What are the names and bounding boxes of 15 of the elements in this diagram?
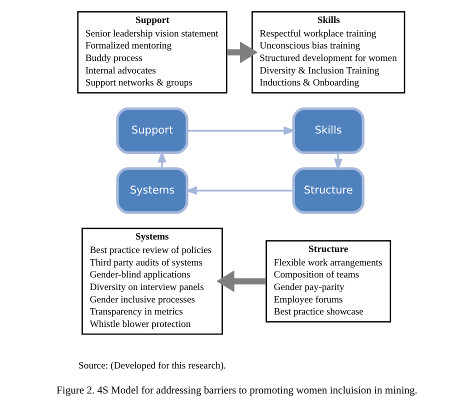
node-box: Structure (292, 167, 364, 214)
label: Source: (Developed for this research). (78, 360, 226, 372)
arrow (184, 186, 294, 195)
node-box: Structure Flexible work arrangements Composition of teams Gender pay-parity Employee forums Best practice showcase (266, 240, 392, 322)
node-box: Skills (292, 107, 364, 154)
node-box: Skills Respectful workplace training Unconscious bias training Structured development for women Diversity & Inclusion Training Inductions & Onboarding (252, 11, 406, 94)
arrow (187, 126, 296, 136)
caption: Figure 2. 4S Model for addressing barriers to promoting women incluision in mining. (56, 386, 418, 397)
node-box: Support (116, 107, 188, 154)
node-box: Systems (116, 167, 188, 214)
arrow (216, 270, 266, 292)
arrow (226, 41, 258, 64)
node-box: Systems Best practice review of policies Third party audits of systems Gender-blind applications Diversity on interview panels Gender inclusive processes Transparency in metrics Whistle blower protection (82, 228, 223, 335)
arrow (158, 150, 166, 168)
node-box: Support Senior leadership vision statement Formalized mentoring Buddy process Internal advocates Support networks & groups (77, 11, 228, 94)
